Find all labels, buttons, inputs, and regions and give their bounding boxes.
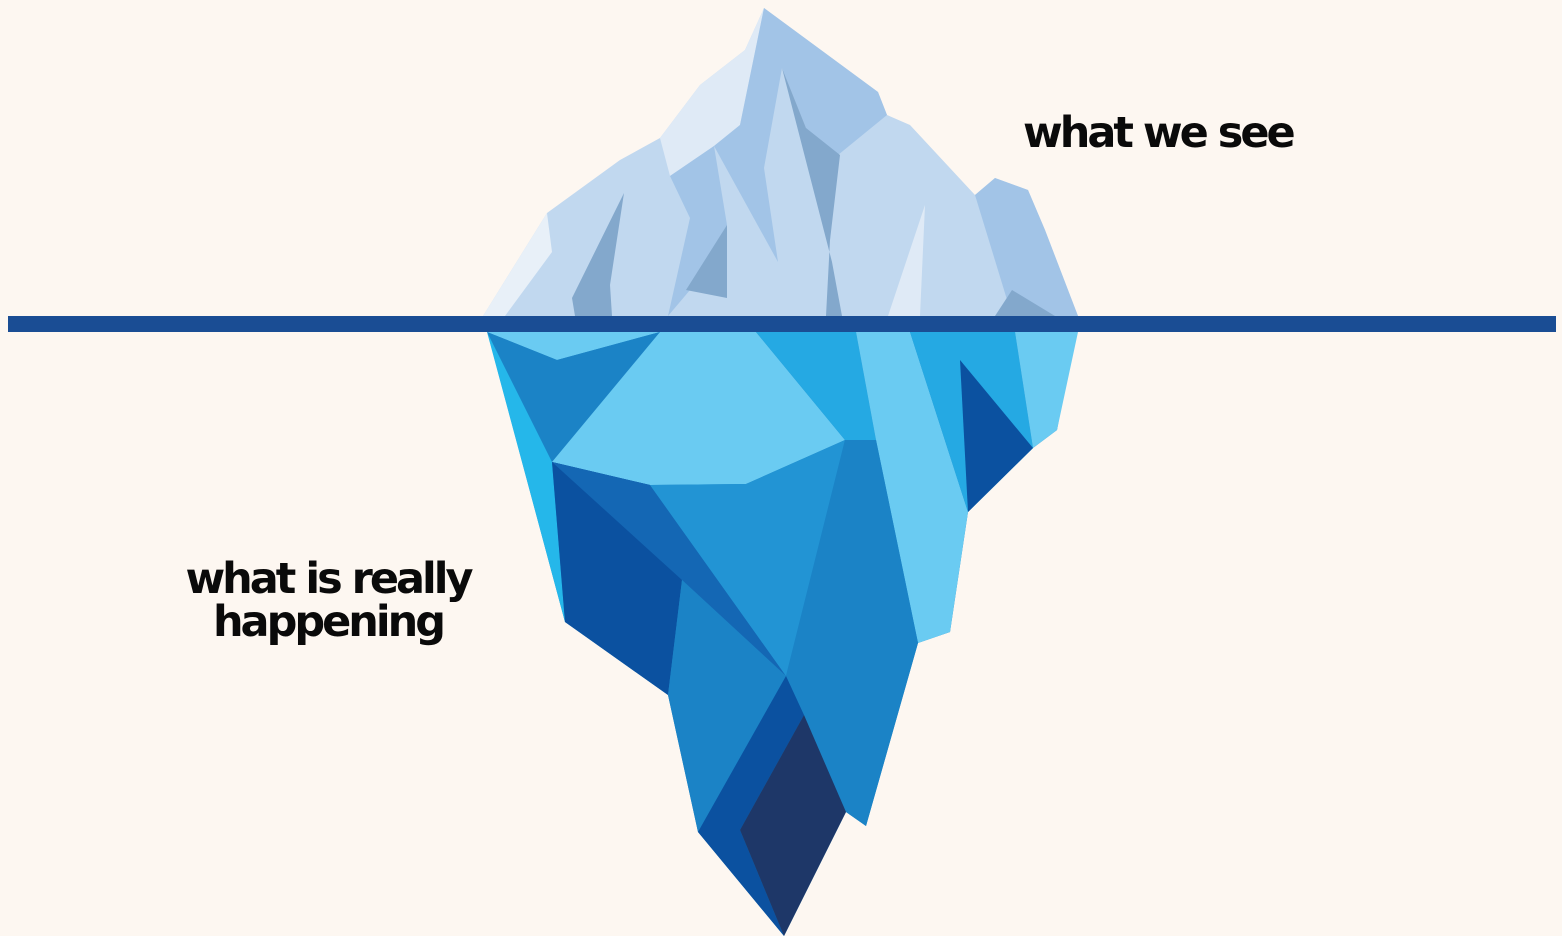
iceberg-underwater [483,316,1078,936]
waterline [8,316,1556,332]
iceberg-icon [483,8,1078,936]
label-what-is-really-happening: what is really happening [185,554,473,647]
label-what-we-see: what we see [1023,108,1296,158]
iceberg-tip [483,8,1078,316]
